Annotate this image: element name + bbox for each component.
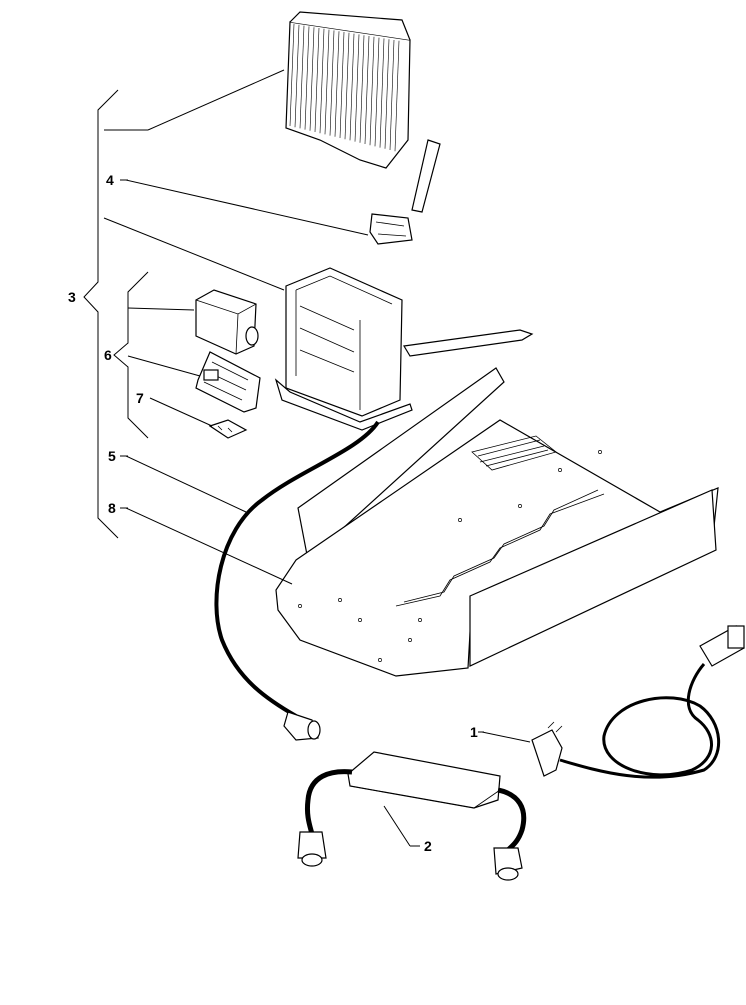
base-plate-hole: [418, 618, 422, 622]
base-plate-hole: [518, 504, 522, 508]
cover-fin-line: [324, 29, 330, 135]
cover-fin-line: [364, 35, 370, 145]
cover-fin-line: [294, 24, 300, 128]
leader-4: [125, 179, 369, 236]
cover-fin-line: [334, 31, 340, 137]
base-plate-hole: [458, 518, 462, 522]
cover-fin-line: [359, 35, 365, 143]
cover-fin-line: [369, 36, 375, 146]
circuit-board: [195, 351, 261, 413]
cover-fin-line: [304, 26, 310, 130]
base-plate-hole: [408, 638, 412, 642]
leader-2: [383, 805, 411, 847]
cover-fin-line: [309, 27, 315, 131]
power-supply: [297, 751, 527, 881]
label-plate: [208, 419, 248, 439]
group-bracket-6: [113, 271, 149, 439]
cover-fin-line: [379, 38, 385, 148]
base-plate: [275, 367, 719, 677]
charging-cable: [214, 420, 380, 741]
cover-fin-line: [389, 39, 395, 151]
group-bracket-3: [83, 89, 148, 539]
leader-8: [125, 507, 293, 585]
callout-5: 5: [108, 448, 116, 464]
leader-5: [125, 455, 247, 513]
leader-housing: [103, 217, 285, 291]
cover-fin-line: [354, 34, 360, 142]
leader-6a: [127, 307, 195, 311]
cover-fin-line: [394, 40, 400, 152]
cover-fin-line: [344, 32, 350, 140]
cover-fin-line: [299, 25, 305, 129]
cover-fin-line: [289, 23, 295, 127]
callout-2: 2: [424, 838, 432, 854]
power-cord: [531, 625, 745, 779]
housing-box: [274, 267, 534, 431]
leader-1: [481, 731, 531, 743]
connector-clip: [369, 139, 441, 245]
cover-fin-line: [319, 28, 325, 134]
electronic-module: [195, 289, 259, 355]
callout-7: 7: [136, 390, 144, 406]
callout-1: 1: [470, 724, 478, 740]
leader-cover: [147, 69, 285, 131]
callout-6: 6: [104, 347, 112, 363]
cover-fin-line: [339, 31, 345, 139]
callout-4: 4: [106, 172, 114, 188]
base-plate-hole: [338, 598, 342, 602]
leader-6b: [127, 355, 201, 377]
base-plate-hole: [358, 618, 362, 622]
base-plate-hole: [378, 658, 382, 662]
cover-heatsink: [285, 11, 411, 169]
callout-3: 3: [68, 289, 76, 305]
cover-fin-line: [314, 27, 320, 133]
cover-fin-line: [374, 37, 380, 147]
base-plate-hole: [298, 604, 302, 608]
cover-fin-line: [349, 33, 355, 141]
callout-8: 8: [108, 500, 116, 516]
leader-7: [149, 397, 213, 427]
cover-fin-line: [329, 30, 335, 136]
cover-fin-line: [384, 39, 390, 149]
base-plate-hole: [558, 468, 562, 472]
base-plate-hole: [598, 450, 602, 454]
